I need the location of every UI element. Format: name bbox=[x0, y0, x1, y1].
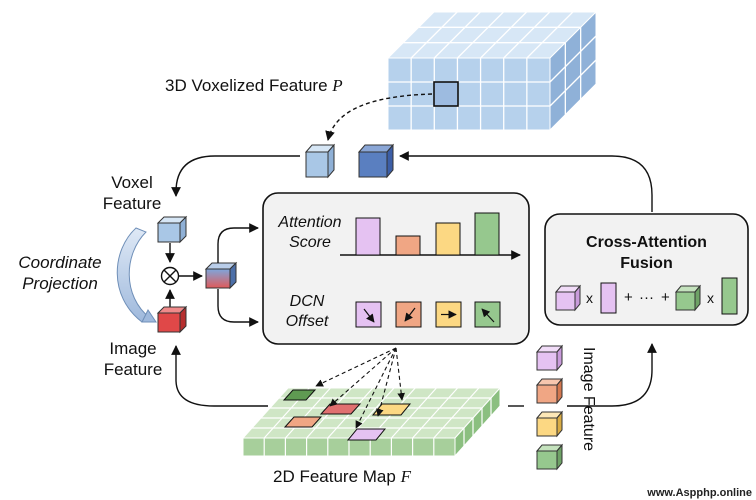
fusion-title-line1: Cross-Attention bbox=[586, 234, 707, 251]
image-feature-label: Image Feature bbox=[97, 338, 169, 380]
attention-panel bbox=[262, 192, 530, 345]
offset-square-yellow bbox=[435, 301, 462, 328]
voxel-grid-label-text: 3D Voxelized Feature bbox=[165, 76, 328, 95]
coordinate-projection-line1: Coordinate bbox=[18, 253, 102, 272]
fusion-dots: ··· bbox=[639, 289, 654, 306]
offset-square-purple bbox=[355, 301, 382, 328]
fusion-times-2: x bbox=[707, 290, 714, 306]
score-bar-purple bbox=[355, 217, 381, 256]
fusion-weight-purple bbox=[600, 282, 617, 314]
fusion-cube-purple bbox=[554, 284, 582, 312]
selected-voxel bbox=[433, 81, 459, 107]
voxel-grid-symbol: P bbox=[332, 76, 343, 95]
sample-cell-green bbox=[282, 389, 317, 401]
sampling-lines bbox=[315, 347, 406, 429]
arrow-to-voxel-feature bbox=[171, 155, 300, 197]
score-bar-yellow bbox=[435, 222, 461, 256]
feature-map-symbol: F bbox=[400, 467, 411, 486]
image-feature-line1: Image bbox=[109, 339, 157, 358]
dcn-offset-label: DCN Offset bbox=[276, 292, 338, 332]
offset-square-orange bbox=[395, 301, 422, 328]
image-feature-stack bbox=[535, 344, 564, 471]
score-bar-orange bbox=[395, 235, 421, 256]
image-feature-line2: Feature bbox=[103, 360, 163, 379]
arrow-stack-to-fusion bbox=[567, 343, 657, 407]
dcn-offset-line2: Offset bbox=[285, 313, 329, 330]
fusion-title-line2: Fusion bbox=[620, 255, 673, 272]
coordinate-projection-label: Coordinate Projection bbox=[4, 252, 116, 294]
voxel-feature-line1: Voxel bbox=[111, 173, 153, 192]
image-feature-vertical-label: Image Feature bbox=[580, 347, 597, 451]
sample-cell-purple bbox=[346, 428, 387, 441]
feature-map bbox=[241, 386, 502, 458]
voxel-grid bbox=[386, 10, 598, 132]
feature-map-label: 2D Feature Map F bbox=[273, 466, 411, 487]
offset-square-green bbox=[474, 301, 501, 328]
attention-score-line1: Attention bbox=[278, 214, 342, 231]
score-bar-green bbox=[474, 212, 500, 256]
voxel-feature-line2: Feature bbox=[102, 194, 162, 213]
fusion-times-1: x bbox=[586, 290, 593, 306]
fused-query-cube bbox=[204, 261, 238, 290]
fusion-weight-green bbox=[721, 277, 738, 315]
feature-map-label-text: 2D Feature Map bbox=[273, 467, 396, 486]
arrow-map-to-image-feature bbox=[171, 345, 268, 407]
voxel-feature-cube bbox=[156, 215, 188, 244]
dcn-offset-line1: DCN bbox=[289, 293, 325, 310]
fusion-plus-2: + bbox=[661, 289, 670, 306]
fusion-plus-1: + bbox=[624, 289, 633, 306]
attention-score-line2: Score bbox=[289, 234, 331, 251]
voxel-cube-dark bbox=[357, 143, 395, 179]
projection-arrow bbox=[116, 227, 151, 323]
voxel-feature-label: Voxel Feature bbox=[100, 172, 164, 214]
voxel-grid-label: 3D Voxelized Feature P bbox=[165, 75, 343, 96]
attention-score-label: Attention Score bbox=[270, 213, 350, 253]
voxel-cube-light bbox=[304, 143, 336, 179]
fusion-title: Cross-Attention Fusion bbox=[545, 232, 748, 274]
fusion-cube-green bbox=[674, 284, 702, 312]
sample-cell-orange bbox=[283, 416, 323, 428]
otimes-operator bbox=[160, 266, 180, 286]
arrow-fusion-to-cube bbox=[399, 151, 653, 212]
coordinate-projection-line2: Projection bbox=[22, 274, 98, 293]
image-feature-cube bbox=[156, 305, 188, 334]
watermark: www.Aspphp.online bbox=[646, 487, 752, 499]
